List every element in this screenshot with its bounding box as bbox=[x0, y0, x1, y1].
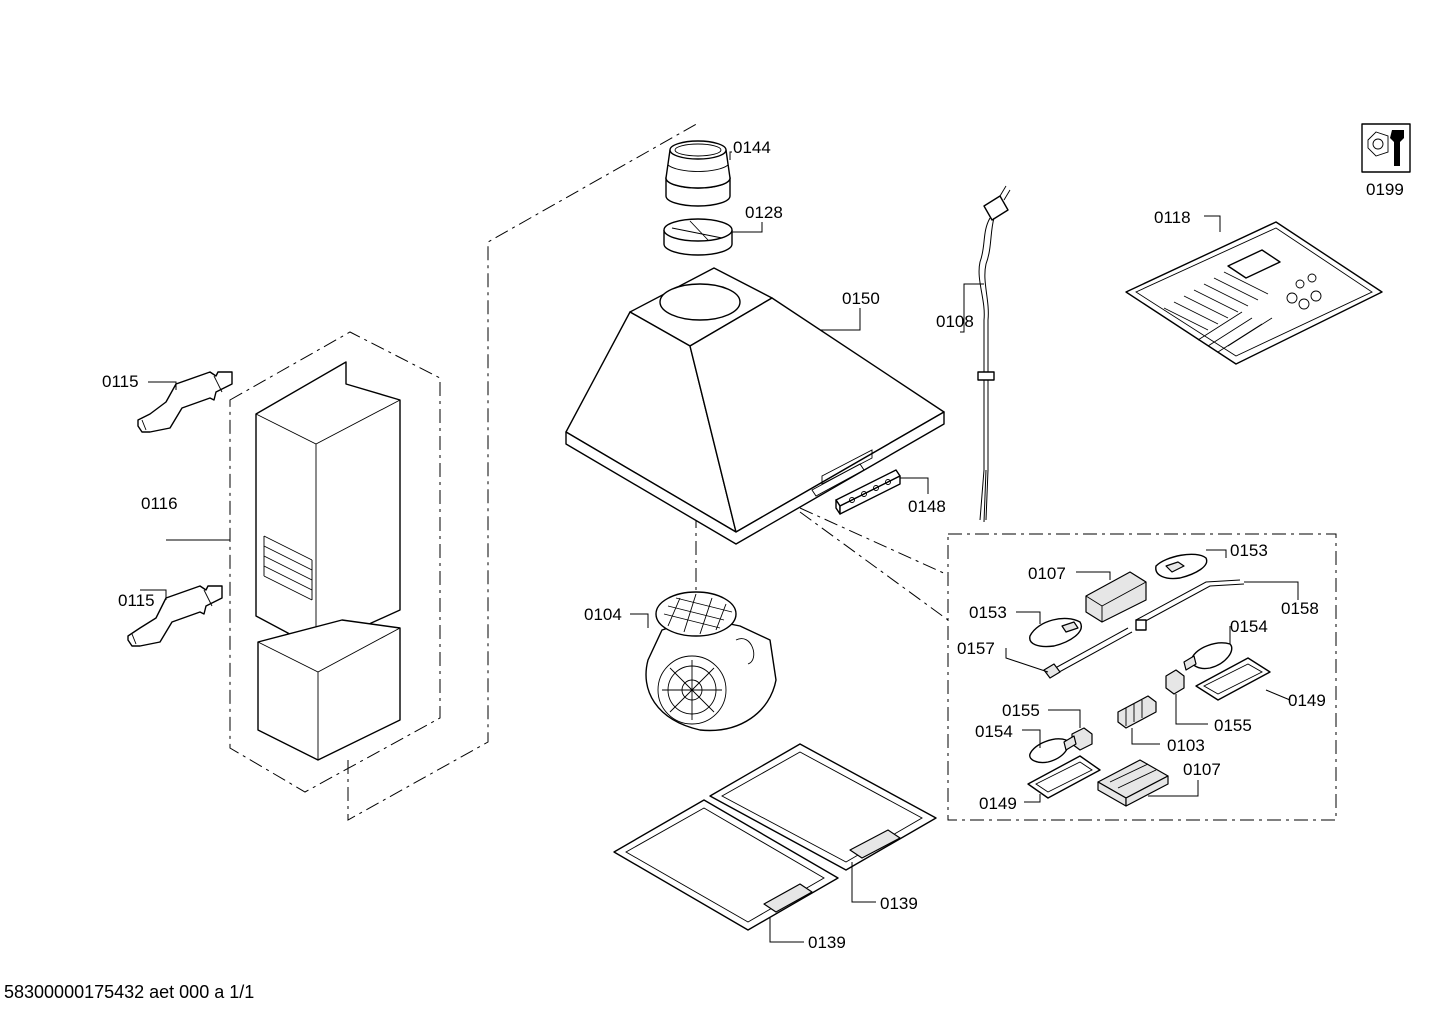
label-0155-right: 0155 bbox=[1214, 716, 1252, 735]
bracket-0115-top bbox=[137, 371, 233, 433]
label-0128: 0128 bbox=[745, 203, 783, 222]
label-0149-left: 0149 bbox=[979, 794, 1017, 813]
tools-icon bbox=[1361, 123, 1411, 173]
label-0104: 0104 bbox=[584, 605, 622, 624]
label-0199: 0199 bbox=[1366, 180, 1404, 199]
wire-0157 bbox=[1043, 627, 1133, 679]
grease-filter-0139-left bbox=[613, 799, 839, 931]
label-0153-top: 0153 bbox=[1230, 541, 1268, 560]
label-0115-top: 0115 bbox=[102, 372, 139, 391]
label-0118: 0118 bbox=[1154, 208, 1191, 227]
damper-0128 bbox=[663, 218, 733, 256]
lamp-cover-0153-top bbox=[1155, 553, 1208, 580]
label-0139-left: 0139 bbox=[808, 933, 846, 952]
label-0155-left: 0155 bbox=[1002, 701, 1040, 720]
label-0107-top: 0107 bbox=[1028, 564, 1066, 583]
label-0153-left: 0153 bbox=[969, 603, 1007, 622]
accessory-bag-0118 bbox=[1125, 221, 1383, 365]
label-0148: 0148 bbox=[908, 497, 946, 516]
lamp-cover-0153-left bbox=[1029, 617, 1082, 648]
label-0158: 0158 bbox=[1281, 599, 1319, 618]
bracket-0115-bottom bbox=[127, 585, 223, 647]
label-0154-left: 0154 bbox=[975, 722, 1013, 741]
label-0116: 0116 bbox=[141, 494, 178, 513]
glass-seal-0149-right bbox=[1195, 657, 1271, 701]
hood-body-0150 bbox=[565, 267, 945, 545]
label-0150: 0150 bbox=[842, 289, 880, 308]
leader-lines bbox=[140, 151, 1299, 943]
document-footer: 58300000175432 aet 000 a 1/1 bbox=[4, 982, 254, 1002]
wire-0158 bbox=[1135, 579, 1245, 631]
chimney-0116 bbox=[255, 361, 401, 761]
duct-connector-0144 bbox=[665, 140, 731, 207]
grease-filter-0139-right bbox=[709, 743, 937, 871]
fan-motor-0104 bbox=[645, 591, 777, 732]
bulb-0154-right bbox=[1183, 642, 1233, 671]
lamp-holder-0107-bottom bbox=[1097, 759, 1169, 807]
part-labels: 0144 0128 0150 0148 0108 0118 0199 0115 … bbox=[102, 138, 1404, 952]
lamp-holder-0107-top bbox=[1085, 571, 1147, 623]
terminal-block-0103 bbox=[1117, 695, 1157, 729]
label-0108: 0108 bbox=[936, 312, 974, 331]
glass-seal-0149-left bbox=[1027, 755, 1101, 799]
label-0149-right: 0149 bbox=[1288, 691, 1326, 710]
power-cord-0108 bbox=[977, 185, 1011, 523]
label-0115-bottom: 0115 bbox=[118, 591, 155, 610]
label-0157: 0157 bbox=[957, 639, 995, 658]
label-0144: 0144 bbox=[733, 138, 771, 157]
control-panel-0148 bbox=[835, 469, 901, 515]
bulb-0154-left bbox=[1029, 735, 1077, 764]
label-0107-bottom: 0107 bbox=[1183, 760, 1221, 779]
label-0154-right: 0154 bbox=[1230, 617, 1268, 636]
label-0103: 0103 bbox=[1167, 736, 1205, 755]
label-0139-right: 0139 bbox=[880, 894, 918, 913]
lamp-socket-0155-right bbox=[1165, 669, 1185, 695]
assembly-outlines bbox=[229, 121, 1337, 821]
